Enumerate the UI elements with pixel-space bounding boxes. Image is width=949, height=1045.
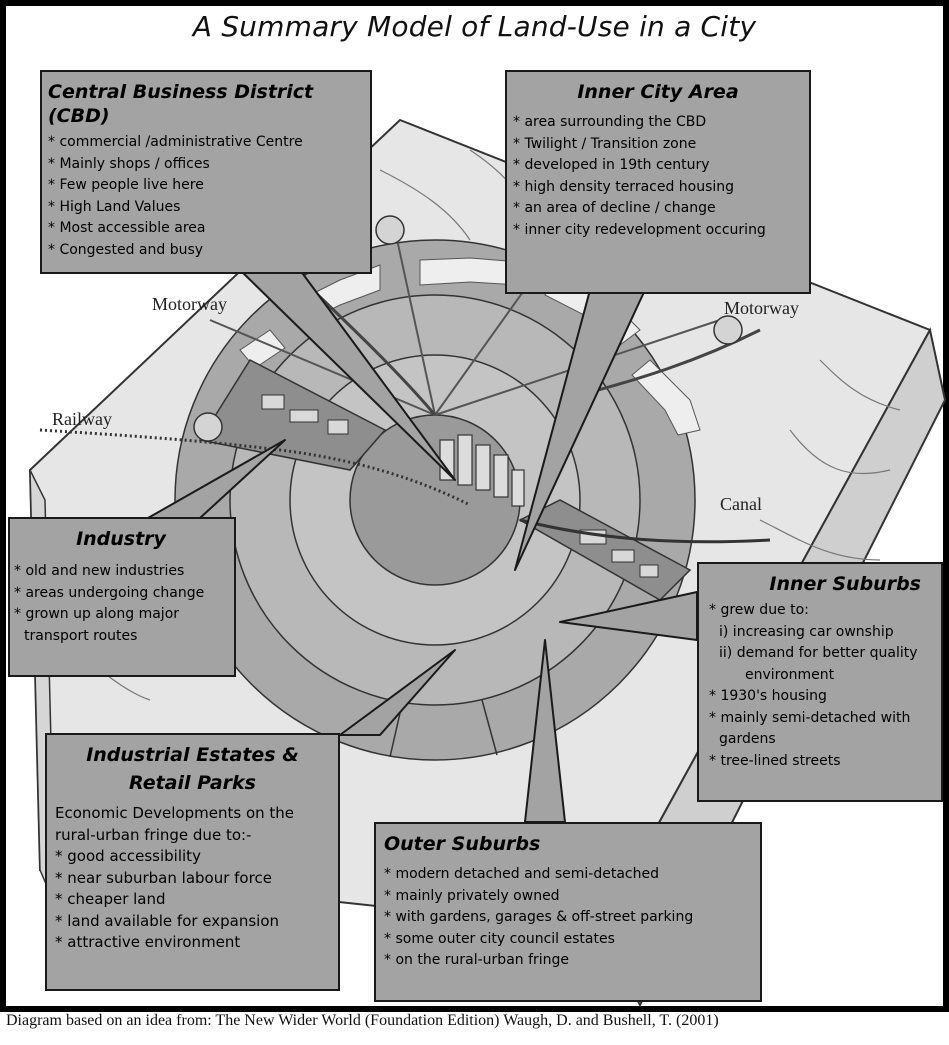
industry-list: old and new industries areas undergoing … <box>14 561 228 647</box>
industrial-estates-heading-line1: Industrial Estates & <box>86 744 299 766</box>
intro-text: rural-urban fringe due to:- <box>55 825 252 844</box>
inner-suburbs-heading: Inner Suburbs <box>769 573 921 595</box>
list-item: old and new industries <box>14 561 228 583</box>
list-item: tree-lined streets <box>709 751 935 773</box>
list-item: Congested and busy <box>48 240 364 262</box>
inner-suburbs-callout: Inner Suburbs grew due to: i) increasing… <box>697 562 943 802</box>
label-railway: Railway <box>52 409 112 429</box>
list-item: on the rural-urban fringe <box>384 950 752 972</box>
list-item: some outer city council estates <box>384 929 752 951</box>
list-item: areas undergoing change <box>14 583 228 605</box>
label-motorway-left: Motorway <box>152 294 227 314</box>
list-item: with gardens, garages & off-street parki… <box>384 907 752 929</box>
list-item: transport routes <box>24 627 138 644</box>
railway-line <box>39 428 471 507</box>
list-item: an area of decline / change <box>513 198 803 220</box>
list-item: mainly semi-detached with <box>709 708 935 730</box>
roundabout-left <box>193 412 223 442</box>
list-item: gardens <box>719 731 776 747</box>
cbd-towers <box>439 434 525 507</box>
inner-city-list: area surrounding the CBD Twilight / Tran… <box>513 112 803 241</box>
inner-suburbs-list: grew due to: i) increasing car ownship i… <box>705 600 935 772</box>
list-item: modern detached and semi-detached <box>384 864 752 886</box>
list-item: land available for expansion <box>55 911 330 933</box>
list-item: area surrounding the CBD <box>513 112 803 134</box>
list-item: good accessibility <box>55 846 330 868</box>
outer-suburbs-list: modern detached and semi-detached mainly… <box>384 864 752 972</box>
label-motorway-right: Motorway <box>724 298 799 318</box>
cbd-list: commercial /administrative Centre Mainly… <box>48 132 364 261</box>
list-item: high density terraced housing <box>513 177 803 199</box>
list-item: commercial /administrative Centre <box>48 132 364 154</box>
list-item: Twilight / Transition zone <box>513 134 803 156</box>
list-item: Most accessible area <box>48 218 364 240</box>
intro-text: Economic Developments on the <box>55 804 295 822</box>
list-item: Few people live here <box>48 175 364 197</box>
list-item: Mainly shops / offices <box>48 154 364 176</box>
list-item: ii) demand for better quality <box>719 645 918 661</box>
label-canal: Canal <box>720 494 762 514</box>
list-item: developed in 19th century <box>513 155 803 177</box>
list-item: cheaper land <box>55 889 330 911</box>
outer-suburbs-callout: Outer Suburbs modern detached and semi-d… <box>374 822 762 1002</box>
list-item: i) increasing car ownship <box>719 623 894 640</box>
outer-suburbs-heading: Outer Suburbs <box>384 833 541 855</box>
list-item: environment <box>745 666 835 683</box>
canal-line <box>519 518 771 544</box>
list-item: grown up along major <box>14 604 228 626</box>
list-item: mainly privately owned <box>384 886 752 908</box>
list-item: inner city redevelopment occuring <box>513 220 803 242</box>
callout-pointers <box>147 269 698 823</box>
diagram-title: A Summary Model of Land-Use in a City <box>192 10 757 43</box>
list-item: 1930's housing <box>709 686 935 708</box>
cbd-callout: Central Business District (CBD) commerci… <box>40 70 372 274</box>
list-item: grew due to: <box>709 600 935 622</box>
list-item: attractive environment <box>55 932 330 954</box>
inner-city-callout: Inner City Area area surrounding the CBD… <box>505 70 811 294</box>
industrial-estates-heading-line2: Retail Parks <box>129 772 256 794</box>
roundabout-top <box>375 215 405 245</box>
list-item: near suburban labour force <box>55 868 330 890</box>
industry-heading: Industry <box>76 528 166 550</box>
roundabout-right <box>713 315 743 345</box>
industrial-estates-list: Economic Developments on the rural-urban… <box>55 803 330 954</box>
industrial-estates-callout: Industrial Estates & Retail Parks Econom… <box>45 733 340 991</box>
land-use-rings <box>174 239 696 761</box>
factory-blocks <box>261 394 659 578</box>
pointer-industrial-estates <box>339 649 456 736</box>
inner-city-heading: Inner City Area <box>577 81 739 103</box>
industry-callout: Industry old and new industries areas un… <box>8 517 236 677</box>
list-item: High Land Values <box>48 197 364 219</box>
cbd-heading: Central Business District (CBD) <box>48 81 314 127</box>
source-caption: Diagram based on an idea from: The New W… <box>6 1012 719 1029</box>
